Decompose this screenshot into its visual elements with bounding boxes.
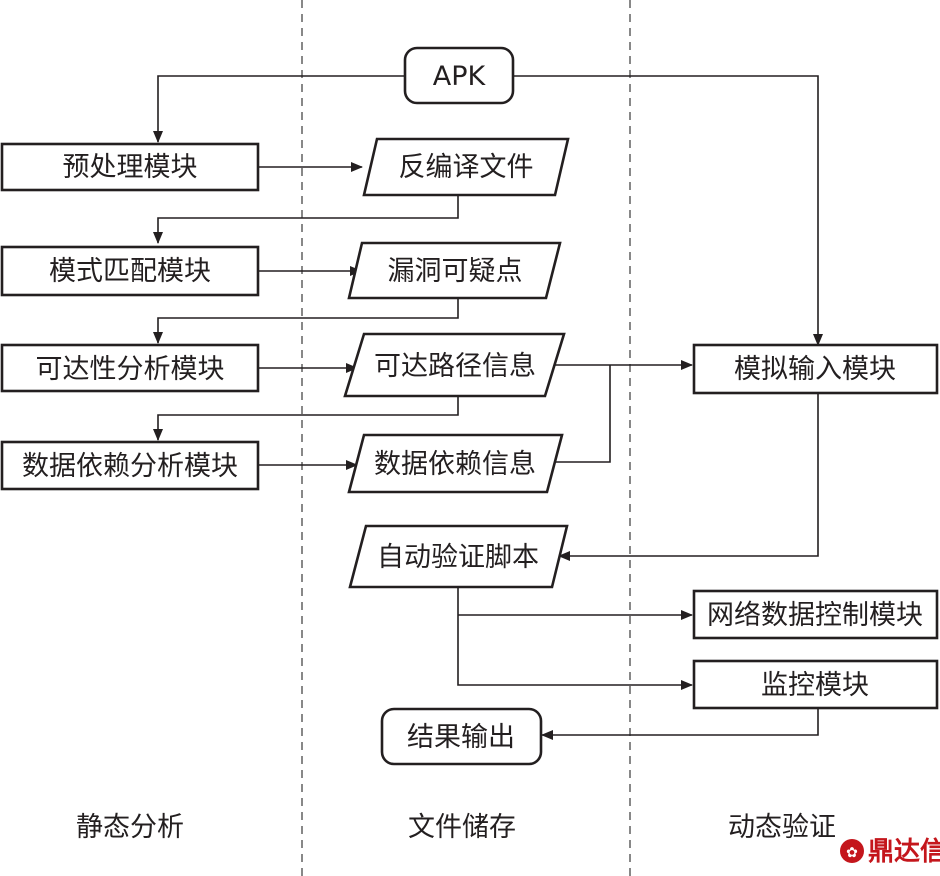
arrow-suspect-to-reach xyxy=(153,298,459,344)
arrow-decompiled-to-pattern xyxy=(153,195,459,244)
node-preprocess: 预处理模块 xyxy=(0,142,260,192)
vuln-suspect-label: 漏洞可疑点 xyxy=(388,256,523,287)
arrow-script-to-monitor xyxy=(457,587,693,690)
network-control-label: 网络数据控制模块 xyxy=(707,600,923,631)
pattern-match-label: 模式匹配模块 xyxy=(49,256,211,287)
result-output-label: 结果输出 xyxy=(407,722,515,753)
column-label-dynamic: 动态验证 xyxy=(728,812,836,843)
arrow-pathinfo-to-datadep xyxy=(153,396,459,441)
node-sim-input: 模拟输入模块 xyxy=(692,343,939,395)
reach-path-info-label: 可达路径信息 xyxy=(374,351,536,382)
auto-verify-script-label: 自动验证脚本 xyxy=(377,542,539,573)
arrow-apk-to-sim-input xyxy=(513,75,823,346)
svg-text:✿: ✿ xyxy=(846,845,858,861)
watermark-text: 鼎达信 xyxy=(868,837,940,867)
node-pattern-match: 模式匹配模块 xyxy=(0,245,260,297)
node-auto-verify-script: 自动验证脚本 xyxy=(348,524,569,589)
node-data-dep-info: 数据依赖信息 xyxy=(347,433,564,494)
node-result-output: 结果输出 xyxy=(380,707,543,766)
column-label-storage: 文件储存 xyxy=(408,812,516,843)
arrow-apk-to-preprocess xyxy=(153,75,405,143)
node-decompiled-file: 反编译文件 xyxy=(362,137,570,197)
node-reachability: 可达性分析模块 xyxy=(0,343,260,393)
data-dep-info-label: 数据依赖信息 xyxy=(374,449,536,480)
watermark-logo-icon xyxy=(840,839,864,863)
node-network-control: 网络数据控制模块 xyxy=(692,589,939,640)
arrow-sim-to-script xyxy=(558,393,819,561)
node-vuln-suspect: 漏洞可疑点 xyxy=(347,241,562,300)
line-depinfo-merge xyxy=(547,365,611,463)
reachability-label: 可达性分析模块 xyxy=(36,354,225,385)
preprocess-label: 预处理模块 xyxy=(63,152,198,183)
data-dependency-label: 数据依赖分析模块 xyxy=(22,451,238,482)
column-label-static: 静态分析 xyxy=(76,812,184,843)
node-data-dependency: 数据依赖分析模块 xyxy=(0,440,260,491)
connectors xyxy=(153,75,823,740)
watermark: ✿ 鼎达信 xyxy=(840,837,940,867)
node-apk: APK xyxy=(403,46,515,105)
node-monitor: 监控模块 xyxy=(692,659,939,710)
apk-label: APK xyxy=(433,61,487,92)
decompiled-file-label: 反编译文件 xyxy=(399,152,534,183)
monitor-label: 监控模块 xyxy=(761,670,869,701)
sim-input-label: 模拟输入模块 xyxy=(734,354,896,385)
arrow-monitor-to-result xyxy=(541,708,819,740)
node-reach-path-info: 可达路径信息 xyxy=(343,332,566,398)
